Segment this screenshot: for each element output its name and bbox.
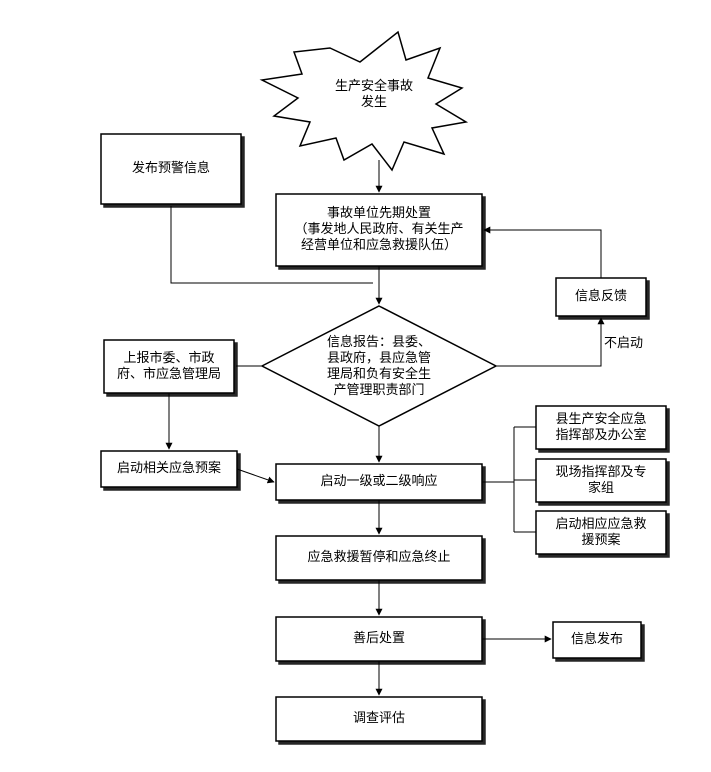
- warning-box: [100, 133, 242, 205]
- field-command-box: [535, 458, 667, 503]
- edge-warning-to-main: [170, 206, 373, 284]
- edge-plan-to-response: [236, 468, 275, 484]
- initial-response-box: [275, 193, 483, 267]
- edge-diamond-to-feedback: [496, 317, 605, 367]
- feedback-box: [555, 277, 647, 317]
- rescue-plan-box: [535, 510, 667, 555]
- edge-feedback-to-initial: [483, 226, 602, 278]
- aftermath-box: [275, 616, 483, 662]
- launch-response-box: [275, 463, 483, 501]
- activate-plan-box: [100, 450, 238, 488]
- report-city-box: [103, 339, 235, 394]
- info-report-diamond: [260, 305, 498, 427]
- accident-starburst: [259, 30, 469, 172]
- not-activated-label: 不启动: [604, 336, 644, 351]
- suspend-terminate-box: [275, 535, 483, 581]
- command-hq-box: [535, 405, 667, 450]
- evaluation-box: [275, 696, 483, 742]
- info-release-box: [552, 621, 642, 659]
